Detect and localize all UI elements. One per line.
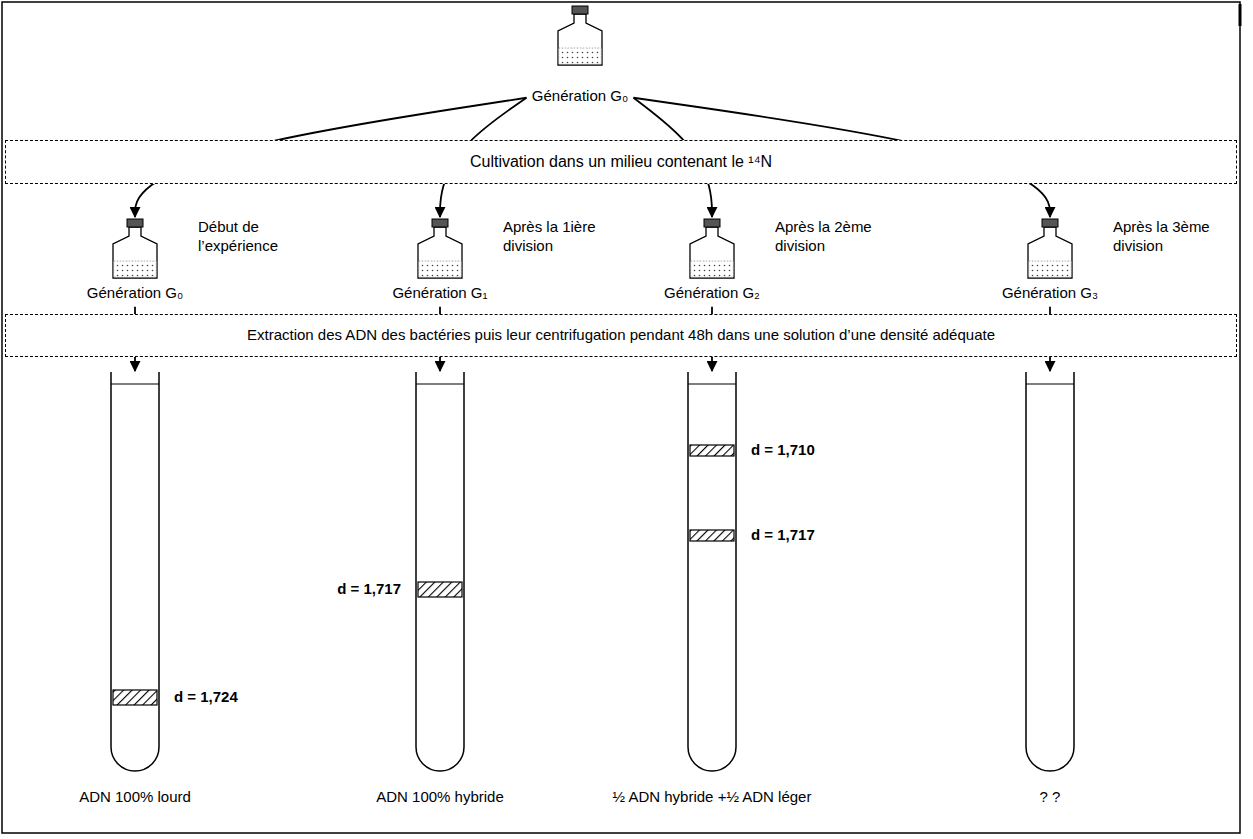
step-label: Après la 1ière division — [503, 218, 615, 256]
generation-label: Génération G₂ — [664, 284, 760, 303]
result-label: ADN 100% lourd — [79, 788, 191, 807]
density-label: d = 1,724 — [174, 688, 238, 707]
test-tube-outline — [687, 372, 737, 772]
test-tube: d = 1,724ADN 100% lourd — [110, 372, 160, 772]
outer-frame — [2, 2, 1240, 833]
flask-node: Après la 3ème divisionGénération G₃ — [999, 218, 1102, 305]
generation-label: Génération G₀ — [87, 284, 183, 303]
result-label: ½ ADN hybride +½ ADN léger — [613, 788, 812, 807]
process-text: Extraction des ADN des bactéries puis le… — [18, 326, 1224, 345]
flask-icon — [110, 218, 160, 280]
process-band: Cultivation dans un milieu contenant le … — [5, 140, 1237, 184]
test-tube-outline — [1025, 372, 1075, 772]
result-label: ? ? — [1040, 788, 1061, 807]
test-tube: d = 1,710d = 1,717½ ADN hybride +½ ADN l… — [687, 372, 737, 772]
dna-band — [690, 445, 734, 456]
frame-mark — [1239, 4, 1242, 26]
density-label: d = 1,710 — [751, 441, 815, 460]
step-label: Après la 3ème division — [1113, 218, 1225, 256]
dna-band — [113, 690, 157, 705]
step-label: Après la 2ème division — [775, 218, 887, 256]
test-tube: d = 1,717ADN 100% hybride — [415, 372, 465, 772]
step-label: Début de l’expérience — [198, 218, 310, 256]
generation-label: Génération G₀ — [532, 87, 628, 106]
flask-node: Génération G₀ — [529, 5, 632, 108]
density-label: d = 1,717 — [751, 526, 815, 545]
flask-node: Après la 1ière divisionGénération G₁ — [389, 218, 491, 305]
flask-icon — [687, 218, 737, 280]
result-label: ADN 100% hybride — [376, 788, 504, 807]
flask-icon — [1025, 218, 1075, 280]
process-band: Extraction des ADN des bactéries puis le… — [5, 314, 1237, 357]
dna-band — [418, 582, 462, 597]
generation-label: Génération G₁ — [392, 284, 487, 303]
flask-icon — [415, 218, 465, 280]
flask-icon — [555, 5, 605, 67]
test-tube-outline — [415, 372, 465, 772]
density-label: d = 1,717 — [337, 580, 401, 599]
dna-band — [690, 530, 734, 541]
process-text: Cultivation dans un milieu contenant le … — [18, 152, 1224, 172]
flask-node: Début de l’expérienceGénération G₀ — [84, 218, 187, 305]
test-tube: ? ? — [1025, 372, 1075, 772]
generation-label: Génération G₃ — [1002, 284, 1098, 303]
test-tube-outline — [110, 372, 160, 772]
flask-node: Après la 2ème divisionGénération G₂ — [661, 218, 763, 305]
